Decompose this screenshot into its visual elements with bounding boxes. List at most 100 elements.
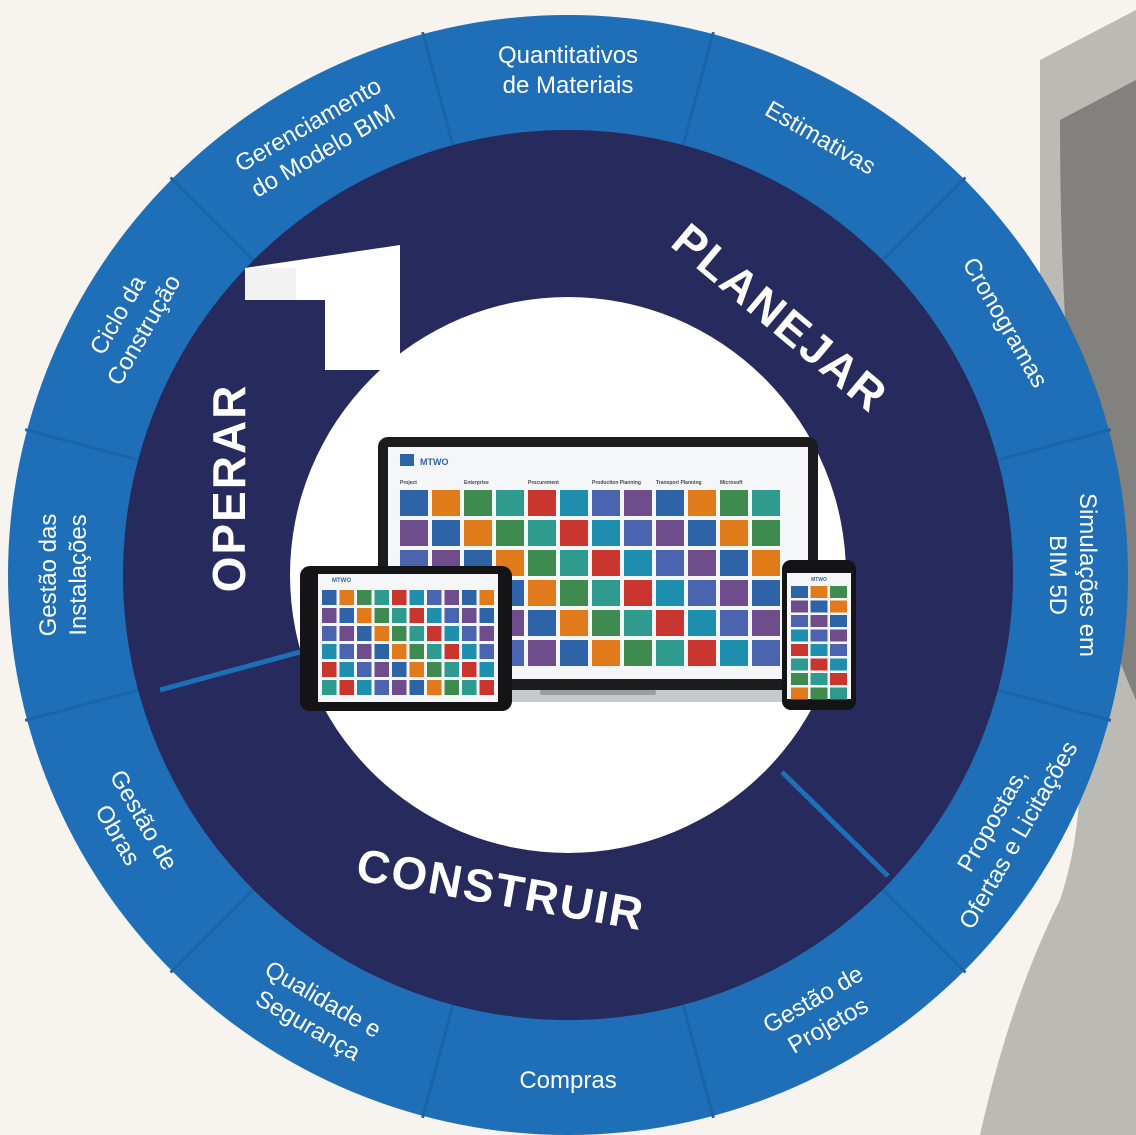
- laptop-tile: [688, 520, 716, 546]
- laptop-tile: [528, 520, 556, 546]
- laptop-tile: [592, 520, 620, 546]
- laptop-tile: [400, 520, 428, 546]
- laptop-tile: [592, 610, 620, 636]
- tablet-tile: [409, 680, 424, 695]
- phone-tile: [810, 687, 828, 700]
- tablet-tile: [374, 680, 389, 695]
- laptop-header: MTWO: [400, 454, 449, 467]
- tablet-tile: [409, 608, 424, 623]
- laptop-tile: [624, 640, 652, 666]
- laptop-tile: [528, 610, 556, 636]
- tablet-tile: [392, 662, 407, 677]
- tablet-tile: [322, 662, 337, 677]
- laptop-tile: [624, 550, 652, 576]
- ring-separator: [24, 688, 139, 722]
- tablet-tile: [462, 608, 477, 623]
- ring-segment-label: BIM 5D: [1044, 535, 1071, 615]
- laptop-tile: [720, 520, 748, 546]
- tablet-tile: [339, 680, 354, 695]
- ring-segment-label: Instalações: [65, 514, 92, 635]
- ring-separator: [997, 688, 1112, 722]
- phone-tile: [810, 615, 828, 627]
- laptop-tile: [496, 520, 524, 546]
- phone-tile: [791, 600, 808, 613]
- tablet-tile: [339, 626, 354, 641]
- tablet-tile: [392, 590, 407, 605]
- operar-arrow-notch: [245, 245, 400, 370]
- laptop-brand: MTWO: [420, 457, 449, 467]
- tablet-tile: [427, 680, 442, 695]
- laptop-tile: [528, 550, 556, 576]
- tablet-tile: [322, 680, 337, 695]
- ring-separator: [421, 31, 455, 146]
- laptop-tile: [400, 490, 428, 516]
- ring-segment: Compras: [519, 1067, 616, 1094]
- tablet-tile: [479, 662, 494, 677]
- laptop-tile: [592, 550, 620, 576]
- tablet-tile: [374, 662, 389, 677]
- laptop-tile: [560, 580, 588, 606]
- phase-dividers: [159, 649, 890, 878]
- tablet-tile: [357, 644, 372, 659]
- laptop-tile: [656, 490, 684, 516]
- laptop-tile: [656, 550, 684, 576]
- phone-tile: [810, 658, 828, 671]
- laptop-tile: [656, 610, 684, 636]
- tablet-tile: [444, 644, 459, 659]
- laptop-tile: [656, 580, 684, 606]
- tablet-tile: [409, 590, 424, 605]
- laptop-tile: [560, 550, 588, 576]
- tablet-tile: [444, 626, 459, 641]
- tablet-tile: [409, 644, 424, 659]
- ring-separator: [169, 888, 255, 974]
- tablet-tiles: [322, 590, 494, 695]
- ring-separator: [881, 176, 967, 262]
- tablet-tile: [444, 590, 459, 605]
- tablet-tile: [444, 662, 459, 677]
- tablet-tile: [322, 626, 337, 641]
- tablet-tile: [357, 662, 372, 677]
- laptop-tile: [528, 490, 556, 516]
- tablet-tile: [462, 644, 477, 659]
- laptop-tile: [528, 580, 556, 606]
- laptop-tile: [624, 490, 652, 516]
- tablet-tile: [322, 644, 337, 659]
- ring-separator: [881, 888, 967, 974]
- ring-segment-label: Compras: [519, 1067, 616, 1094]
- laptop-tile: [752, 640, 780, 666]
- tablet-tile: [392, 626, 407, 641]
- laptop-tile: [752, 550, 780, 576]
- tablet-tile: [462, 680, 477, 695]
- tablet-tile: [374, 590, 389, 605]
- tablet-brand: MTWO: [332, 578, 351, 584]
- laptop-tile: [656, 520, 684, 546]
- tablet-tile: [427, 590, 442, 605]
- ring-segment-label: Gestão das: [35, 514, 62, 637]
- phone-tile: [830, 615, 847, 627]
- laptop-tile: [432, 490, 460, 516]
- laptop-tile: [752, 610, 780, 636]
- laptop-tile: [720, 640, 748, 666]
- laptop-tile: [720, 610, 748, 636]
- phone-tile: [830, 658, 847, 671]
- tablet-tile: [374, 626, 389, 641]
- phone-tile: [791, 629, 808, 642]
- tablet-tile: [427, 626, 442, 641]
- tablet-tile: [322, 608, 337, 623]
- laptop-column-header: Project: [400, 480, 417, 486]
- phone-tile: [830, 629, 847, 642]
- laptop-tile: [720, 580, 748, 606]
- tablet-tile: [479, 644, 494, 659]
- phone-tile: [810, 644, 828, 656]
- tablet-tile: [339, 644, 354, 659]
- tablet-tile: [409, 626, 424, 641]
- phone-tile: [830, 644, 847, 656]
- tablet-tile: [357, 680, 372, 695]
- laptop-tile: [528, 640, 556, 666]
- laptop-tile: [656, 640, 684, 666]
- tablet-tile: [339, 662, 354, 677]
- phase-label-operar: OPERAR: [203, 384, 255, 593]
